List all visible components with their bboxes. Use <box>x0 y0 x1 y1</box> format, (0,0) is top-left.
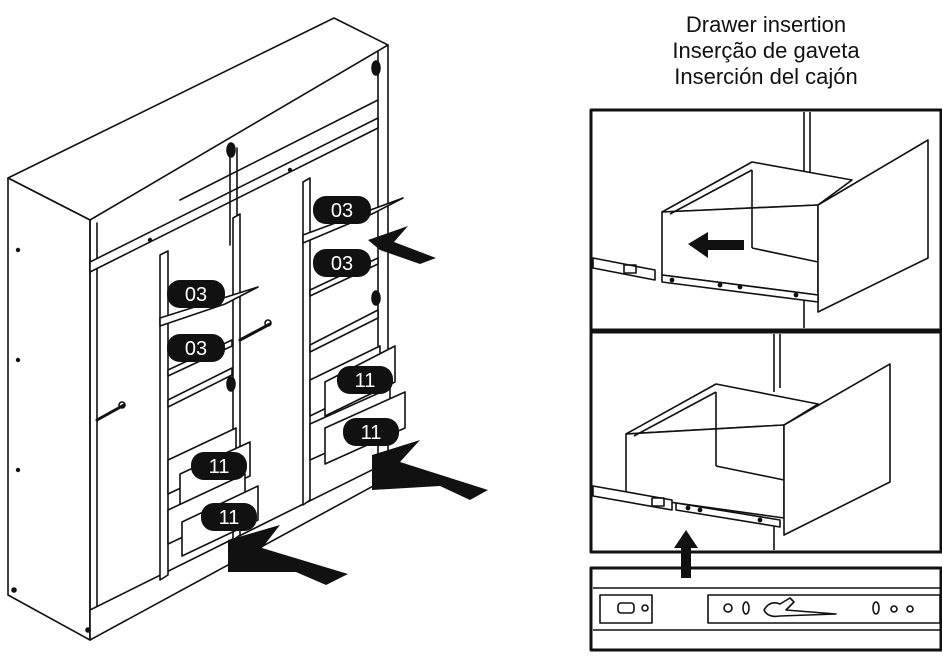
title-english: Drawer insertion <box>685 12 847 37</box>
callouts: 03 03 03 03 11 11 11 11 <box>167 196 399 531</box>
upper-shelf <box>89 117 379 273</box>
drawer-rim <box>633 391 717 437</box>
rail-latch <box>763 597 837 618</box>
cabinet-rail-end <box>599 594 653 624</box>
drawer-inner-bottom <box>715 465 785 481</box>
rail-bracket-center <box>264 319 272 327</box>
callout-badge <box>201 503 257 531</box>
hinge-icon <box>371 60 381 76</box>
right-divider <box>302 177 311 506</box>
callout-badge <box>313 196 371 224</box>
screw-hole <box>15 357 21 363</box>
callout-badge <box>191 452 247 480</box>
panel-arrows <box>674 232 744 578</box>
insert-arrow-icon <box>368 226 436 264</box>
title-portuguese: Inserção de gaveta <box>672 38 860 63</box>
rail-slot <box>617 602 635 614</box>
callout-badge <box>337 366 393 394</box>
hinge-icon <box>226 376 236 392</box>
callout-drawer-label: 11 <box>355 370 376 392</box>
hanging-rail-center <box>238 322 272 342</box>
arrow-up-icon <box>674 530 698 578</box>
callout-badge <box>167 280 225 308</box>
callout-drawer-label: 11 <box>209 456 230 478</box>
insertion-arrows <box>228 226 488 585</box>
rail-bracket-left <box>118 401 126 409</box>
panel3-drawing <box>593 587 941 631</box>
callout-badge <box>167 334 225 362</box>
drawer-front-panel <box>817 139 929 313</box>
panel2-drawing <box>592 334 891 550</box>
callout-drawer-label: 11 <box>361 422 382 444</box>
hinge-icon <box>226 142 236 158</box>
panel-push-drawer <box>589 108 942 332</box>
screw-hole <box>15 247 21 253</box>
screw-hole <box>287 167 293 173</box>
drawer-front-panel <box>783 363 891 536</box>
callout-badge <box>343 418 399 446</box>
middle-fixed-shelf <box>167 367 233 408</box>
rail-stopper <box>651 497 665 507</box>
panel-lift-drawer <box>589 330 942 554</box>
insert-arrow-icon <box>372 440 488 500</box>
screw-hole <box>15 467 21 473</box>
drawer-rail-side <box>707 594 941 624</box>
callout-badge <box>313 249 371 277</box>
callout-shelf-label: 03 <box>185 284 207 306</box>
panel-rail-detail <box>589 566 942 652</box>
upper-compartment-back <box>179 99 379 201</box>
right-fixed-shelf <box>309 309 379 353</box>
title-spanish: Inserción del cajón <box>674 64 858 89</box>
panel1-drawing <box>592 112 929 328</box>
callout-shelf-label: 03 <box>185 338 207 360</box>
callout-drawer-label: 11 <box>219 507 240 529</box>
insert-arrow-icon <box>228 525 348 585</box>
hinge-icon <box>371 290 381 306</box>
drawer-inner-bottom <box>751 247 819 263</box>
callout-shelf-label: 03 <box>331 200 353 222</box>
arrow-left-icon <box>688 232 744 258</box>
callout-shelf-label: 03 <box>331 253 353 275</box>
wardrobe-left-side <box>7 177 91 641</box>
drawer-rim <box>669 169 753 215</box>
rail-stopper <box>623 264 637 274</box>
rail-hole <box>641 604 649 612</box>
screw-hole <box>11 587 17 593</box>
left-divider <box>159 250 169 581</box>
screw-hole <box>85 627 91 633</box>
wardrobe-top <box>7 17 389 221</box>
screw-hole <box>147 237 153 243</box>
